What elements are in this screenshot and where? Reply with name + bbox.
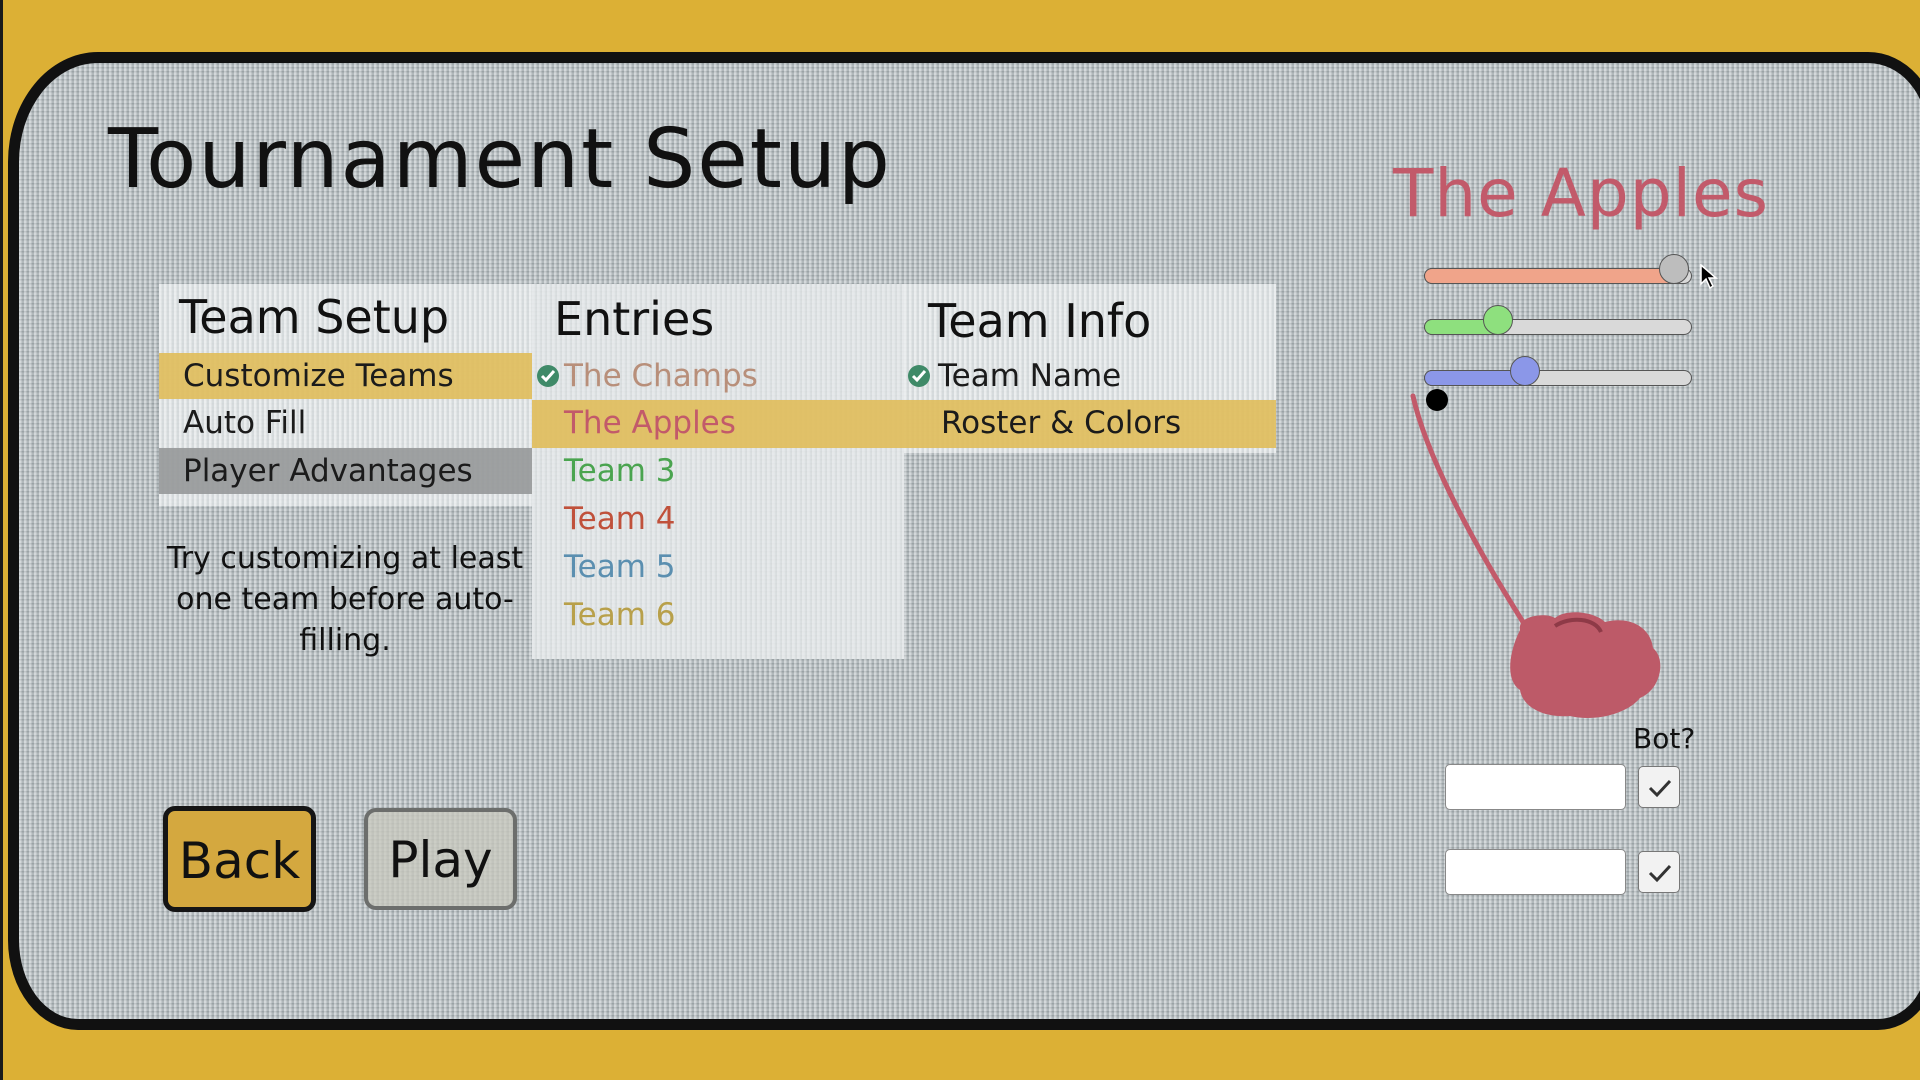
checkmark-icon xyxy=(1648,779,1672,798)
checkmark-icon xyxy=(1648,864,1672,883)
check-circle-icon xyxy=(908,365,930,387)
mouse-cursor-icon xyxy=(1700,264,1718,290)
info-item-label: Roster & Colors xyxy=(941,405,1182,441)
bot-checkbox[interactable] xyxy=(1638,851,1680,893)
entry-label: Team 4 xyxy=(564,501,676,537)
entry-team-5[interactable]: Team 5 xyxy=(532,544,904,592)
slider-thumb[interactable] xyxy=(1510,356,1541,386)
back-button[interactable]: Back xyxy=(163,806,316,912)
brush-dot-icon xyxy=(1426,389,1448,411)
entry-the-apples[interactable]: The Apples xyxy=(532,400,904,448)
info-item-roster-colors[interactable]: Roster & Colors xyxy=(904,400,1276,448)
entry-label: The Apples xyxy=(564,405,736,441)
paint-splat-icon xyxy=(1410,393,1661,718)
entry-label: Team 5 xyxy=(564,549,676,585)
screen-edge xyxy=(0,0,3,1080)
entry-team-6[interactable]: Team 6 xyxy=(532,592,904,640)
entries-heading: Entries xyxy=(554,292,715,346)
entry-label: Team 3 xyxy=(564,453,676,489)
menu-item-player-advantages[interactable]: Player Advantages xyxy=(159,448,532,494)
player-name-input[interactable] xyxy=(1445,849,1626,895)
menu-item-auto-fill[interactable]: Auto Fill xyxy=(159,400,532,448)
check-circle-icon xyxy=(537,365,559,387)
canvas-frame xyxy=(8,52,1920,1030)
menu-item-label: Auto Fill xyxy=(183,405,307,441)
info-item-team-name[interactable]: Team Name xyxy=(904,353,1276,399)
info-item-label: Team Name xyxy=(938,358,1122,394)
green-slider[interactable] xyxy=(1424,305,1692,335)
entry-team-4[interactable]: Team 4 xyxy=(532,496,904,544)
page-title: Tournament Setup xyxy=(108,112,892,207)
team-info-panel: Team Info Team Name Roster & Colors xyxy=(904,284,1276,453)
team-info-heading: Team Info xyxy=(928,294,1152,348)
blue-slider[interactable] xyxy=(1424,356,1692,386)
slider-thumb[interactable] xyxy=(1483,305,1514,335)
slider-fill xyxy=(1424,268,1677,284)
bot-checkbox[interactable] xyxy=(1638,766,1680,808)
hint-text: Try customizing at least one team before… xyxy=(166,541,524,658)
play-button[interactable]: Play xyxy=(364,808,517,910)
menu-item-label: Customize Teams xyxy=(183,358,454,394)
entry-label: The Champs xyxy=(564,358,758,394)
player-name-input[interactable] xyxy=(1445,764,1626,810)
team-name-title: The Apples xyxy=(1393,155,1769,232)
bot-label: Bot? xyxy=(1633,722,1696,755)
team-setup-panel: Team Setup Customize Teams Auto Fill Pla… xyxy=(159,284,532,506)
menu-item-label: Player Advantages xyxy=(183,453,473,489)
entry-label: Team 6 xyxy=(564,597,676,633)
menu-item-customize-teams[interactable]: Customize Teams xyxy=(159,353,532,399)
entries-panel: Entries The Champs The Apples Team 3 Tea… xyxy=(532,284,904,659)
entry-the-champs[interactable]: The Champs xyxy=(532,353,904,399)
red-slider[interactable] xyxy=(1424,254,1692,284)
team-setup-heading: Team Setup xyxy=(179,290,450,344)
slider-thumb[interactable] xyxy=(1659,254,1690,284)
entry-team-3[interactable]: Team 3 xyxy=(532,448,904,496)
